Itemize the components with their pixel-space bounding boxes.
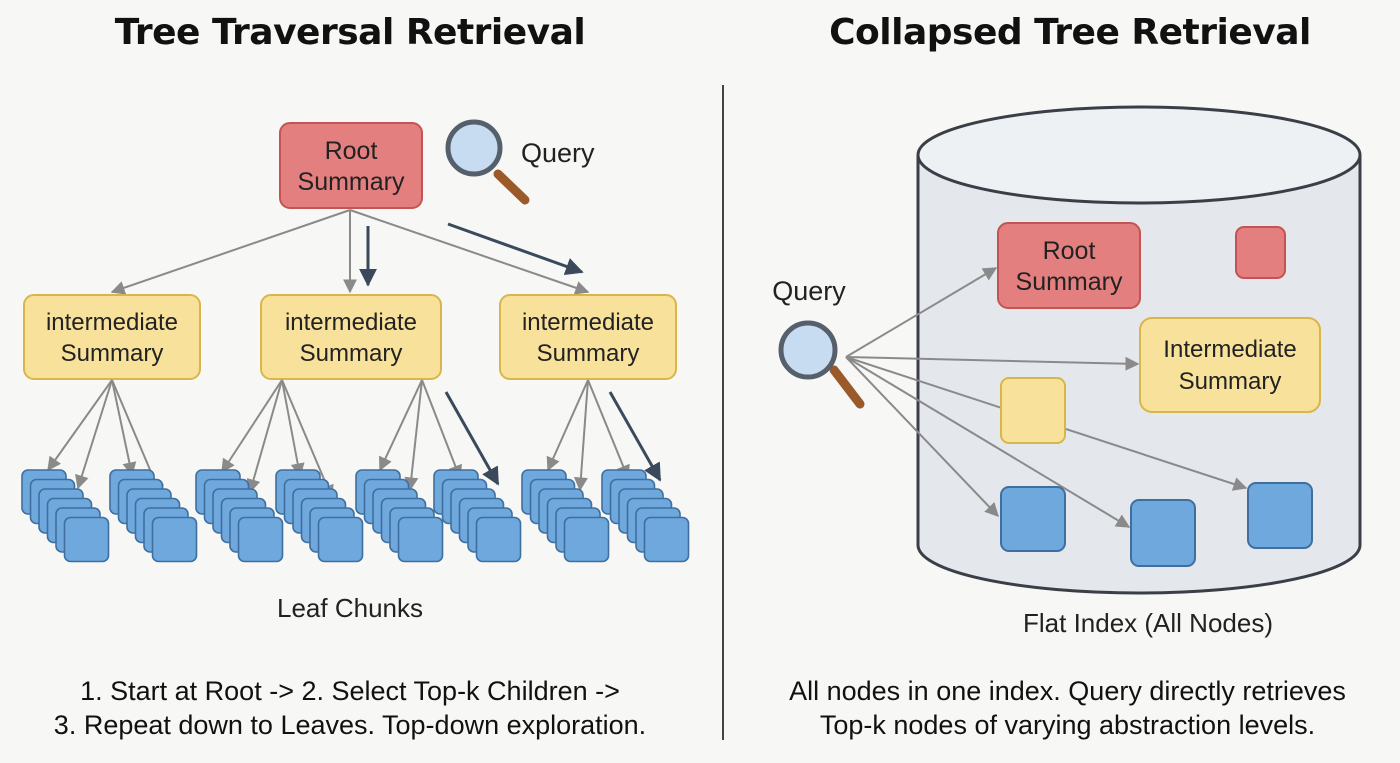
small-root-node <box>1235 226 1286 279</box>
left-root-summary-node: Root Summary <box>279 122 423 209</box>
tree-traversal-title: Tree Traversal Retrieval <box>114 12 586 53</box>
leaf-node-3 <box>1247 482 1313 549</box>
leaf-chunk <box>397 516 444 563</box>
left-caption-line2: 3. Repeat down to Leaves. Top-down explo… <box>53 710 647 740</box>
intermediate-node-2-line1: intermediate <box>285 309 417 336</box>
left-root-line2: Summary <box>298 168 405 196</box>
right-caption: All nodes in one index. Query directly r… <box>740 674 1395 742</box>
leaf-node-2 <box>1130 499 1196 567</box>
intermediate-node-3-line1: intermediate <box>522 309 654 336</box>
collapsed-tree-title: Collapsed Tree Retrieval <box>829 12 1311 53</box>
right-intermediate-summary-node: Intermediate Summary <box>1139 317 1321 413</box>
right-root-line1: Root <box>1043 237 1096 265</box>
flat-index-label: Flat Index (All Nodes) <box>1023 608 1273 638</box>
leaf-node-1 <box>1000 486 1066 552</box>
leaf-chunk <box>643 516 690 563</box>
right-query-label: Query <box>772 276 846 306</box>
intermediate-node-3: intermediate Summary <box>499 294 677 380</box>
leaf-chunk <box>317 516 364 563</box>
leaf-chunks-label: Leaf Chunks <box>277 593 423 623</box>
right-magnifier-icon <box>778 320 865 409</box>
intermediate-node-1-line2: Summary <box>61 340 164 367</box>
leaf-chunk <box>563 516 610 563</box>
traversal-path-arrows <box>359 222 662 486</box>
intermediate-node-2-line2: Summary <box>300 340 403 367</box>
intermediate-to-leaf-arrows <box>47 379 630 500</box>
left-caption-line1: 1. Start at Root -> 2. Select Top-k Chil… <box>80 676 620 706</box>
right-caption-line1: All nodes in one index. Query directly r… <box>789 676 1346 706</box>
intermediate-node-3-line2: Summary <box>537 340 640 367</box>
right-root-line2: Summary <box>1016 268 1123 296</box>
right-root-summary-node: Root Summary <box>997 222 1141 309</box>
small-intermediate-node <box>1000 377 1066 444</box>
left-caption: 1. Start at Root -> 2. Select Top-k Chil… <box>0 674 700 742</box>
right-caption-line2: Top-k nodes of varying abstraction level… <box>819 710 1316 740</box>
intermediate-node-2: intermediate Summary <box>260 294 442 380</box>
leaf-chunk <box>475 516 522 563</box>
leaf-chunk-stacks <box>21 469 690 563</box>
left-root-line1: Root <box>325 137 378 165</box>
root-to-intermediate-arrows <box>110 209 590 295</box>
intermediate-node-1: intermediate Summary <box>23 294 201 380</box>
intermediate-node-1-line1: intermediate <box>46 309 178 336</box>
right-intermediate-line2: Summary <box>1179 368 1282 395</box>
right-intermediate-line1: Intermediate <box>1163 336 1296 363</box>
leaf-chunk <box>237 516 284 563</box>
leaf-chunk <box>63 516 110 563</box>
left-query-label: Query <box>521 138 595 168</box>
left-magnifier-icon <box>445 119 530 205</box>
leaf-chunk <box>151 516 198 563</box>
